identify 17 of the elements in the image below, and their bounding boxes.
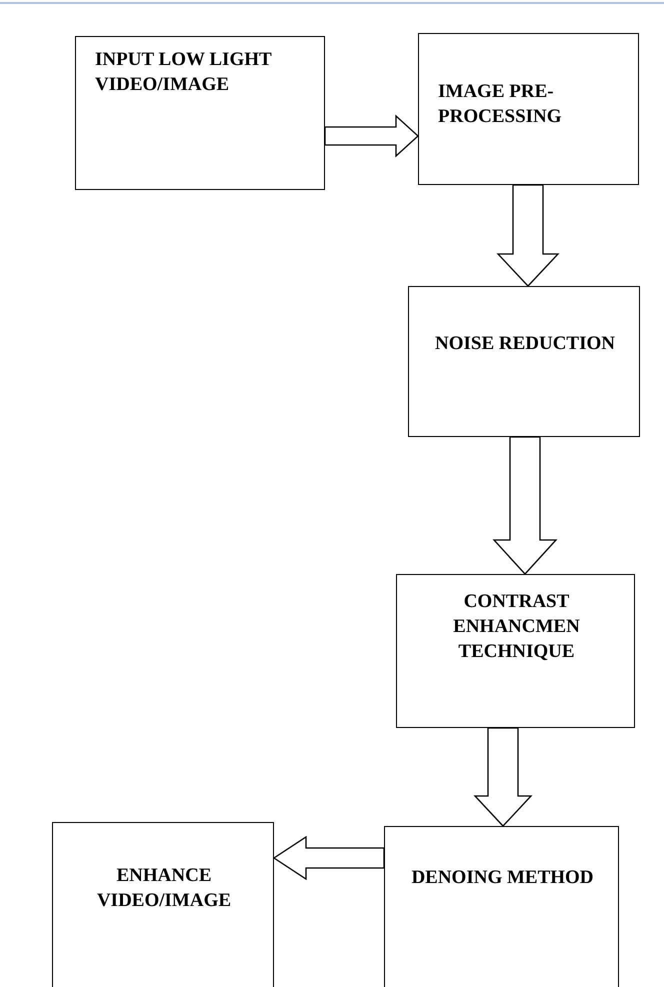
process-box bbox=[75, 36, 325, 190]
process-box bbox=[418, 33, 639, 185]
block-arrow bbox=[496, 184, 560, 287]
box-label: NOISE REDUCTION bbox=[434, 332, 616, 356]
box-label: IMAGE PRE- PROCESSING bbox=[438, 80, 563, 129]
block-arrow bbox=[272, 836, 385, 880]
process-box bbox=[52, 822, 274, 987]
box-label: INPUT LOW LIGHT VIDEO/IMAGE bbox=[95, 48, 272, 97]
process-box bbox=[396, 574, 635, 728]
block-arrow bbox=[492, 436, 558, 575]
process-box bbox=[408, 286, 640, 437]
box-label: CONTRAST ENHANCMEN TECHNIQUE bbox=[452, 590, 581, 664]
box-label: DENOING METHOD bbox=[410, 866, 595, 890]
block-arrow bbox=[474, 727, 532, 827]
block-arrow bbox=[324, 114, 419, 158]
box-label: ENHANCE VIDEO/IMAGE bbox=[96, 864, 232, 913]
process-box bbox=[384, 826, 619, 987]
